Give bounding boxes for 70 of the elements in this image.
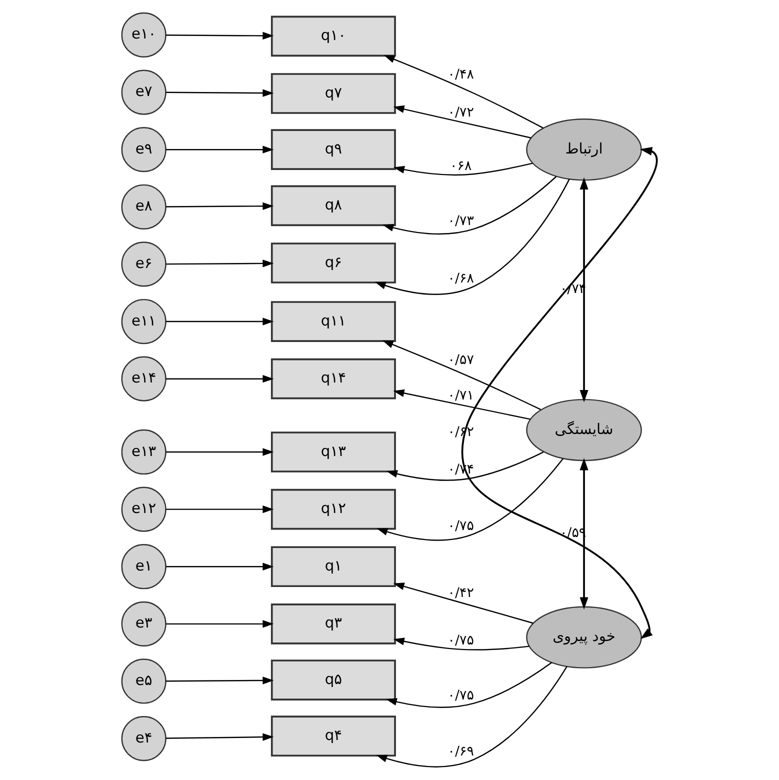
arrow <box>166 448 274 456</box>
node-circle: e۱۴ <box>121 356 166 402</box>
node-box: q۱۱ <box>270 301 396 342</box>
arrow <box>166 318 274 326</box>
arrow <box>166 89 274 97</box>
node-circle: e۱ <box>121 544 166 590</box>
node-box: q۱۲ <box>270 488 396 530</box>
edge-label: ۰/۴۸ <box>448 68 474 83</box>
arrow <box>393 582 534 624</box>
node-circle: e۴ <box>121 716 166 762</box>
arrow <box>166 676 274 684</box>
arrow <box>580 177 588 402</box>
node-ellipse: شایستگی <box>526 398 642 462</box>
node-box: q۷ <box>270 73 396 114</box>
edge-label: ۰/۷۱ <box>448 388 474 404</box>
node-box: q۸ <box>270 185 396 226</box>
node-ellipse: ارتباط <box>526 118 642 181</box>
node-circle: e۶ <box>121 242 166 287</box>
edge-label: ۰/۷۲ <box>448 105 474 120</box>
arrow <box>166 505 274 514</box>
node-circle: e۱۲ <box>121 486 166 532</box>
arrow <box>166 733 274 741</box>
node-box: q۶ <box>270 242 396 284</box>
node-circle: e۱۱ <box>121 298 166 344</box>
arrow <box>166 32 274 40</box>
arrow <box>393 389 530 420</box>
node-circle: e۸ <box>121 184 166 230</box>
node-box: q۹ <box>270 129 396 170</box>
node-circle: e۹ <box>121 127 166 172</box>
edge-label: ۰/۷۵ <box>448 633 474 648</box>
arrow <box>166 202 274 210</box>
arrow <box>580 458 588 610</box>
node-box: q۳ <box>270 604 396 644</box>
node-box: q۱ <box>270 546 396 588</box>
node-box: q۱۴ <box>270 358 396 400</box>
edge-label: ۰/۴۲ <box>448 586 474 601</box>
arrow <box>386 662 552 708</box>
node-box: q۴ <box>270 716 396 757</box>
node-circle: e۵ <box>121 658 166 704</box>
node-box: q۱۳ <box>270 432 396 472</box>
arrow <box>376 666 568 768</box>
node-circle: e۳ <box>121 601 166 646</box>
arrow <box>166 620 274 628</box>
edge-label: ۰/۶۹ <box>448 744 474 760</box>
edge-label: ۰/۷۵ <box>448 518 474 534</box>
arrow <box>382 176 557 235</box>
node-box: q۵ <box>270 660 396 700</box>
arrow <box>393 105 532 138</box>
node-circle: e۱۰ <box>121 12 166 58</box>
node-circle: e۱۳ <box>121 429 166 475</box>
edge-label: ۰۶۸ <box>450 159 472 174</box>
node-box: q۱۰ <box>270 16 396 57</box>
arrow <box>382 340 542 410</box>
arrow <box>393 638 530 650</box>
arrow <box>376 458 564 541</box>
node-ellipse: خود پیروی <box>526 606 642 668</box>
arrow <box>386 451 544 481</box>
arrow <box>374 178 570 295</box>
node-circle: e۷ <box>121 70 166 115</box>
arrow <box>166 374 274 383</box>
arrow <box>384 55 544 128</box>
arrow <box>166 146 274 154</box>
edge-label: ۰/۷۳ <box>448 214 474 229</box>
arrow <box>393 162 533 176</box>
edge-label: ۰/۶۸ <box>448 271 474 286</box>
edge-label: ۰/۵۷ <box>448 352 474 368</box>
arrow <box>461 147 657 639</box>
arrow <box>166 562 274 570</box>
arrow <box>166 260 274 268</box>
edge-label: ۰/۷۵ <box>448 688 474 704</box>
